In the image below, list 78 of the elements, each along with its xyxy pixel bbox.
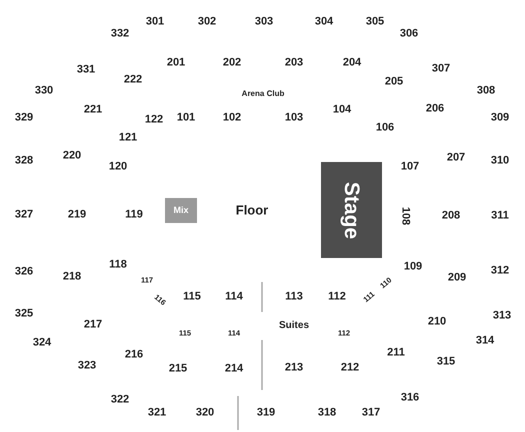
section-number: 114 [225,292,243,302]
section-number: 103 [284,112,304,124]
section-number: 217 [84,320,102,330]
stage-block [321,162,382,258]
section-number: 302 [198,16,216,28]
section-number: 314 [476,336,494,346]
section-number: 311 [491,210,509,222]
section-number: 303 [254,16,274,28]
area-label: Mix [173,206,188,215]
section-number: 215 [168,364,188,374]
section-number: 209 [448,272,466,284]
area-label: Stage [341,181,362,239]
section-number: 113 [285,292,303,302]
section-number: 212 [340,362,360,374]
section-number: 324 [32,338,52,348]
section-number: 115 [183,292,201,302]
section-number: 120 [108,162,128,172]
section-number: 208 [442,210,460,222]
section-number: 122 [144,114,164,126]
section-number: 121 [118,132,138,144]
section-number: 201 [166,58,186,68]
section-number: 306 [400,28,418,40]
section-number: 305 [366,16,384,28]
section-number: 320 [196,408,214,418]
section-number: 210 [428,316,446,328]
section-number: 109 [404,262,422,272]
section-number: 313 [492,310,512,322]
section-number: 102 [222,112,242,124]
section-number: 222 [124,74,142,86]
section-number: 309 [490,112,510,124]
section-number: 118 [109,260,127,270]
section-number: 307 [432,64,450,74]
section-number: 216 [124,350,144,360]
section-number: 106 [376,122,394,134]
area-name: Floor [236,204,268,216]
section-number: 327 [14,210,34,220]
section-number: 318 [318,408,336,418]
section-number: 104 [332,104,352,116]
section-number: 221 [84,104,102,116]
section-number: 119 [125,210,143,220]
section-number: 205 [384,76,404,88]
section-number: 326 [14,266,34,278]
section-number: 101 [176,112,196,124]
section-number: 321 [148,408,166,418]
section-number: 214 [224,364,244,374]
section-number: 316 [400,392,420,404]
section-number: 328 [14,156,34,166]
section-number: 301 [146,16,164,28]
section-number: 213 [284,362,304,374]
mix-position [165,198,197,223]
section-number: 325 [14,308,34,320]
section-number: 107 [400,162,420,172]
section-number: 331 [76,64,96,76]
section-number: 206 [426,104,444,114]
section-number: Arena Club [242,90,284,98]
area-name: Suites [279,321,309,331]
section-number: 319 [256,408,276,418]
section-number: 218 [62,272,82,282]
section-number: 207 [446,152,466,164]
section-number: 330 [34,86,54,96]
section-number: 315 [436,356,456,368]
section-number: 202 [222,58,242,68]
section-number: 211 [387,348,405,358]
section-number: 317 [362,408,380,418]
section-number: 322 [110,394,130,406]
section-number: 329 [14,112,34,124]
section-number: 203 [284,58,304,68]
section-number: 108 [400,206,410,226]
section-number: 323 [78,360,96,372]
section-number: 204 [342,58,362,68]
section-number: 304 [314,16,334,28]
section-number: 310 [490,156,510,166]
section-number: 312 [490,266,510,276]
section-number: 112 [328,292,346,302]
section-number: 220 [62,150,82,162]
section-number: 308 [476,86,496,96]
section-number: 219 [68,210,86,220]
section-number: 332 [110,28,130,40]
